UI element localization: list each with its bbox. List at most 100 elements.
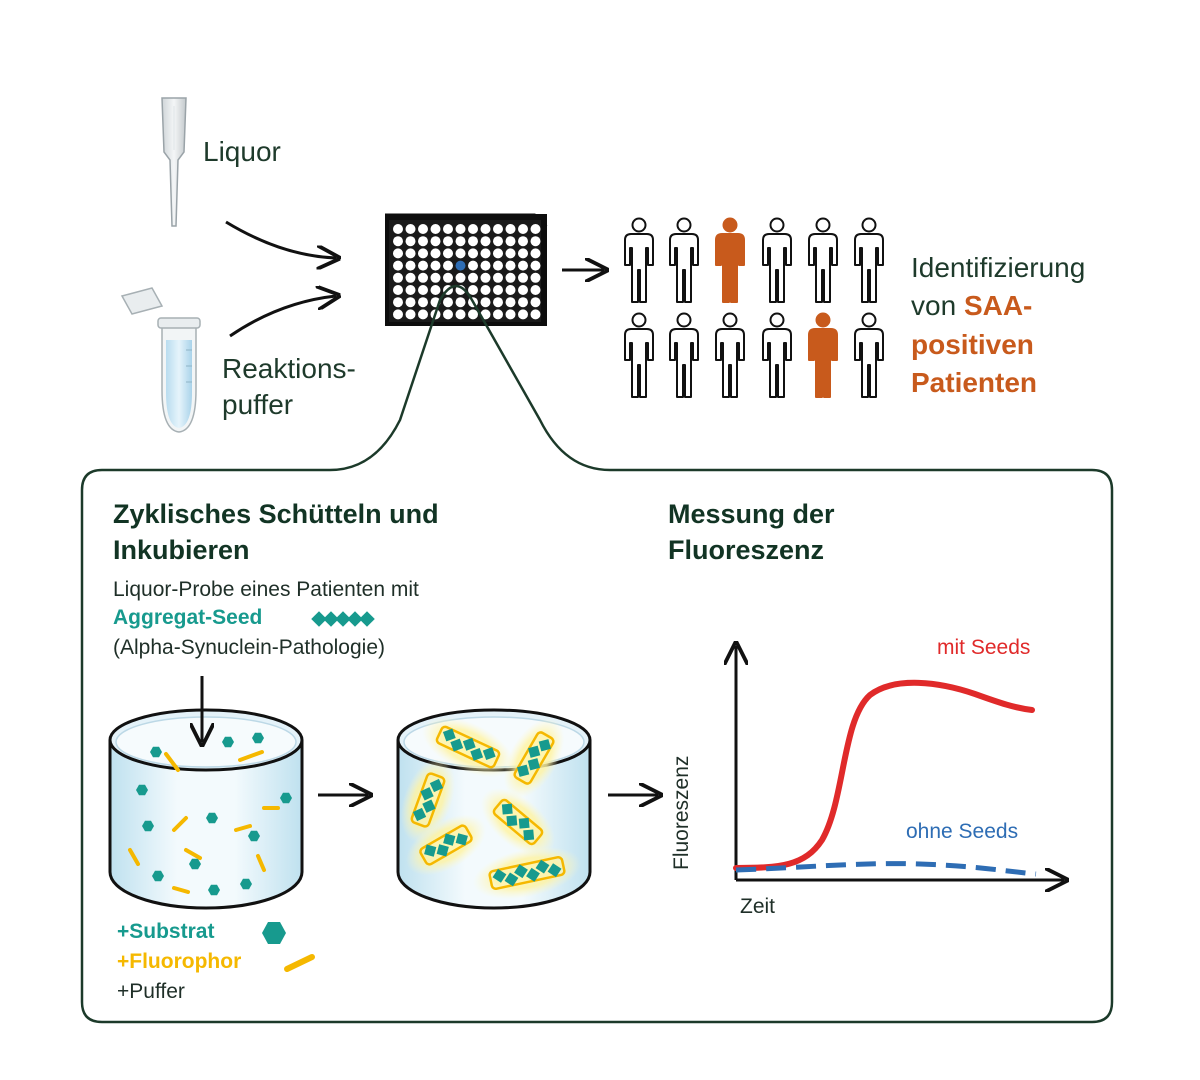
probe-line1: Liquor-Probe eines Patienten mit (113, 578, 419, 601)
well (505, 297, 516, 308)
x-axis-label: Zeit (740, 895, 776, 918)
panel-left-title-2: Inkubieren (113, 535, 250, 565)
puffer-label: +Puffer (117, 980, 185, 1003)
well (393, 297, 403, 308)
substrat-particle (240, 878, 252, 890)
well (468, 309, 478, 320)
well (430, 236, 441, 247)
well (455, 224, 466, 234)
well (480, 260, 491, 271)
well (530, 272, 541, 283)
highlighted-well (455, 260, 466, 271)
fluorophor-particle (172, 886, 190, 894)
well (468, 248, 478, 259)
well (455, 248, 466, 259)
substrat-particle (280, 792, 292, 804)
well (393, 248, 403, 259)
well (505, 224, 516, 234)
ident-saa: SAA- (963, 290, 1033, 321)
well (430, 224, 441, 234)
series-line-ohne-seeds (735, 861, 1037, 877)
substrat-particle (150, 746, 162, 758)
patient-icon (624, 217, 654, 303)
substrat-particle (252, 732, 264, 744)
well (418, 285, 428, 295)
well (443, 309, 453, 320)
well (480, 236, 491, 247)
well (418, 297, 428, 308)
reaction-tube-icon (120, 287, 201, 433)
ident-line4: Patienten (911, 367, 1038, 398)
substrat-particle (142, 820, 154, 832)
well (530, 248, 541, 259)
well (468, 260, 478, 271)
patient-icon (624, 312, 654, 398)
fluorophor-particle (256, 854, 266, 872)
well (455, 272, 466, 283)
positive-patient-icon (808, 312, 838, 398)
liquor-label: Liquor (203, 136, 281, 167)
pipette-tip-icon (161, 97, 187, 227)
substrat-particle (206, 812, 218, 824)
well (480, 272, 491, 283)
patient-icon (669, 312, 699, 398)
probe-line3: (Alpha-Synuclein-Pathologie) (113, 636, 385, 659)
seed-label: Aggregat-Seed (113, 606, 263, 629)
well (518, 297, 528, 308)
well (393, 260, 403, 271)
well (443, 260, 453, 271)
well (505, 248, 516, 259)
well (493, 224, 503, 234)
well (493, 309, 503, 320)
well (530, 297, 541, 308)
well (430, 260, 441, 271)
ident-von: von (911, 290, 964, 321)
well (493, 248, 503, 259)
substrat-hexagon-icon (262, 922, 286, 944)
well (480, 297, 491, 308)
fluorophor-particle (128, 848, 140, 866)
well (518, 285, 528, 295)
well (518, 224, 528, 234)
well (443, 272, 453, 283)
well (480, 285, 491, 295)
aggregate (503, 718, 565, 798)
aggregat-seed-icon (311, 611, 375, 627)
fluorophor-label: +Fluorophor (117, 950, 242, 973)
ident-line2: von SAA- (911, 290, 1032, 322)
well (405, 297, 416, 308)
well (518, 272, 528, 283)
y-axis-label: Fluoreszenz (670, 755, 693, 870)
legend-ohne-seeds: ohne Seeds (906, 820, 1019, 843)
well (418, 260, 428, 271)
well (493, 272, 503, 283)
well (418, 248, 428, 259)
patient-icon (762, 312, 792, 398)
fluorophor-particle (184, 848, 202, 860)
aggregate (472, 846, 582, 900)
well (530, 224, 541, 234)
legend-mit-seeds: mit Seeds (937, 636, 1031, 659)
well (418, 236, 428, 247)
well (518, 260, 528, 271)
ident-line3: positiven (911, 329, 1034, 360)
well (405, 309, 416, 320)
buffer-label-line2: puffer (222, 389, 294, 420)
well (505, 285, 516, 295)
substrat-particle (152, 870, 164, 882)
panel-left-title-1: Zyklisches Schütteln und (113, 499, 439, 529)
well-plate-icon (385, 213, 548, 326)
fluorophor-particle (238, 750, 264, 762)
positive-patient-icon (715, 217, 745, 303)
well (518, 248, 528, 259)
zoom-connector (80, 284, 1114, 1024)
well (505, 260, 516, 271)
well (418, 224, 428, 234)
well (455, 309, 466, 320)
substrat-particle (248, 830, 260, 842)
fluorophor-particle (172, 816, 188, 832)
well (493, 260, 503, 271)
well (455, 297, 466, 308)
well (405, 224, 416, 234)
well (418, 309, 428, 320)
